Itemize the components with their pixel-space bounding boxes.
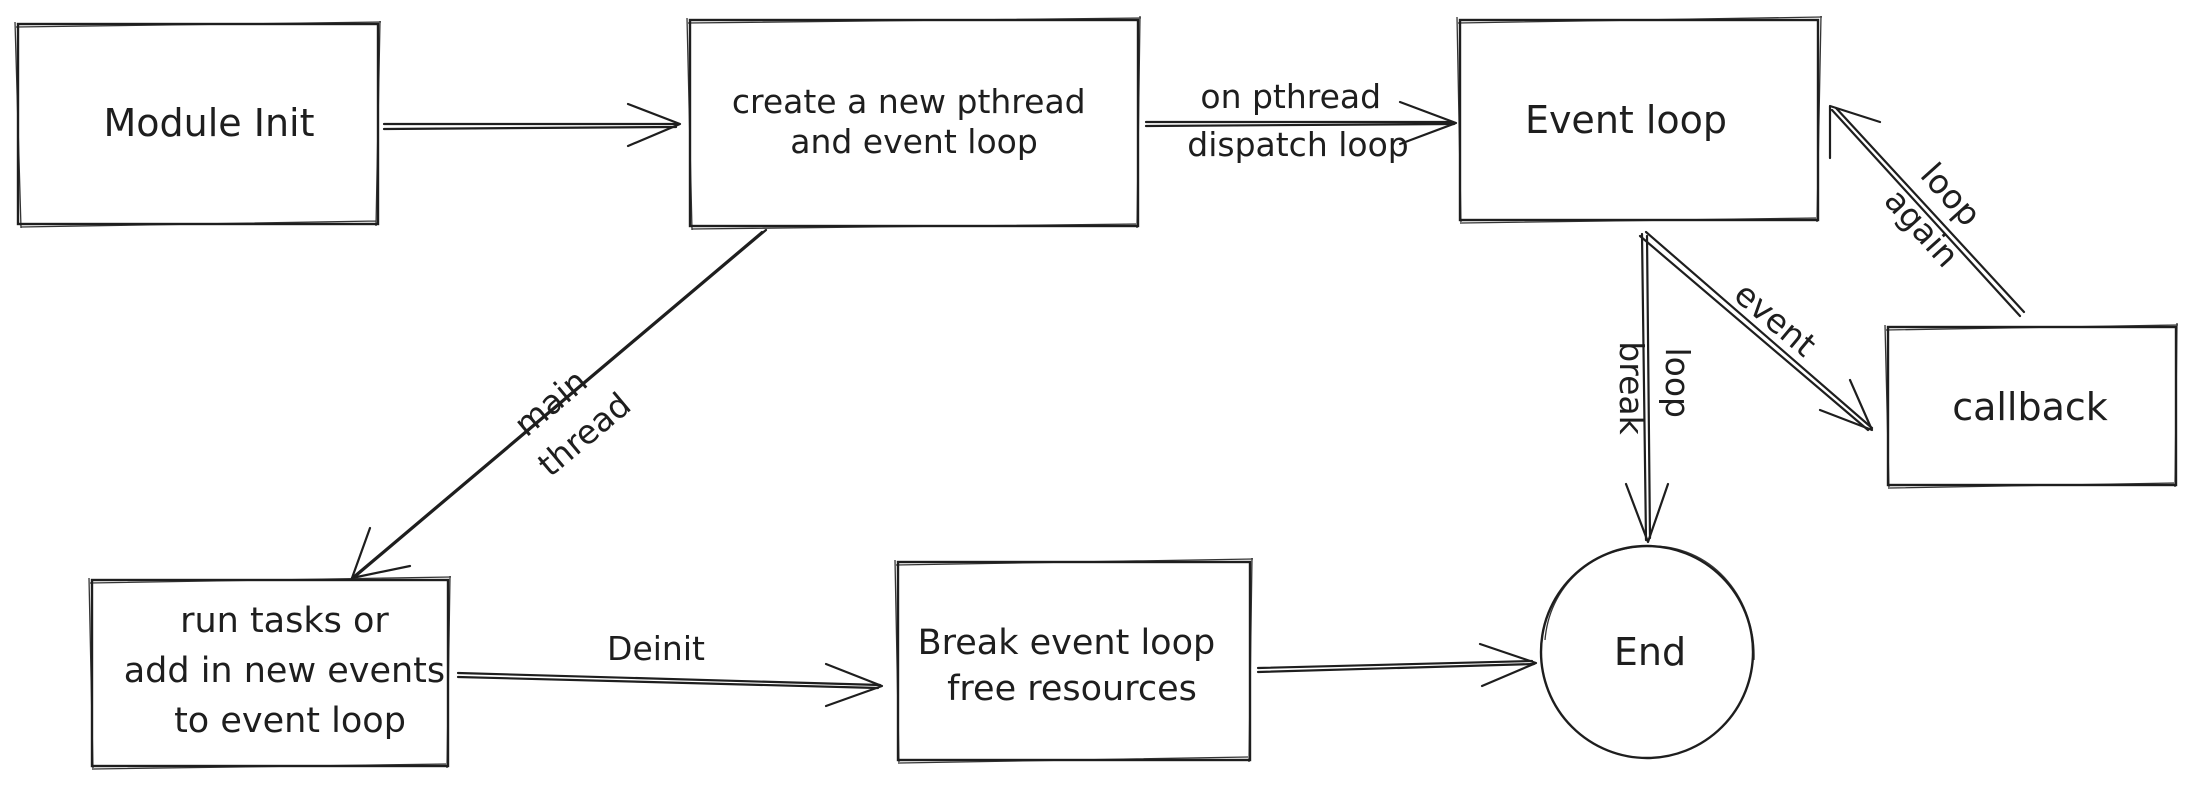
edge-loop-to-end-label: loop break — [1612, 341, 1697, 435]
node-callback[interactable]: callback — [1884, 322, 2179, 490]
edge-create-to-loop: on pthread dispatch loop — [1144, 77, 1458, 164]
node-create-pthread-line-1: create a new pthread — [732, 82, 1086, 121]
edge-break-to-end — [1256, 642, 1538, 688]
edge-create-to-run-label: main thread — [501, 349, 639, 484]
edge-create-to-loop-line-1: on pthread — [1200, 77, 1381, 116]
node-module-init[interactable]: Module Init — [14, 20, 382, 229]
edge-run-to-break: Deinit — [456, 629, 884, 708]
node-run-tasks[interactable]: run tasks or add in new events to event … — [88, 575, 457, 771]
node-run-tasks-line-3: to event loop — [174, 701, 406, 741]
node-event-loop-label: Event loop — [1525, 98, 1727, 142]
node-create-pthread-line-2: and event loop — [790, 122, 1038, 161]
node-run-tasks-label: run tasks or add in new events to event … — [124, 601, 457, 741]
edge-run-to-break-label: Deinit — [607, 629, 705, 668]
edge-callback-to-loop: loop again — [1828, 104, 2026, 318]
edge-loop-to-end: loop break — [1612, 232, 1697, 544]
edge-init-to-create — [382, 102, 682, 148]
node-break-loop-line-2: free resources — [947, 669, 1197, 709]
node-break-loop[interactable]: Break event loop free resources — [894, 557, 1254, 765]
edge-create-to-loop-line-2: dispatch loop — [1187, 125, 1408, 164]
edge-callback-to-loop-label: loop again — [1877, 151, 2000, 275]
node-end-label: End — [1614, 630, 1686, 674]
node-module-init-label: Module Init — [103, 101, 314, 145]
node-end[interactable]: End — [1539, 544, 1755, 760]
node-create-pthread[interactable]: create a new pthread and event loop — [686, 15, 1142, 231]
node-break-loop-label: Break event loop free resources — [918, 623, 1227, 709]
edge-create-to-loop-label: on pthread dispatch loop — [1187, 77, 1408, 164]
edge-loop-to-end-line-1: loop — [1658, 348, 1697, 419]
node-run-tasks-line-1: run tasks or — [180, 601, 389, 641]
edge-create-to-run: main thread — [350, 228, 768, 580]
node-event-loop[interactable]: Event loop — [1456, 15, 1823, 225]
node-break-loop-line-1: Break event loop — [918, 623, 1216, 663]
node-create-pthread-label: create a new pthread and event loop — [732, 82, 1096, 161]
node-callback-label: callback — [1952, 385, 2108, 429]
edge-loop-to-end-line-2: break — [1612, 341, 1651, 435]
node-run-tasks-line-2: add in new events — [124, 651, 445, 691]
